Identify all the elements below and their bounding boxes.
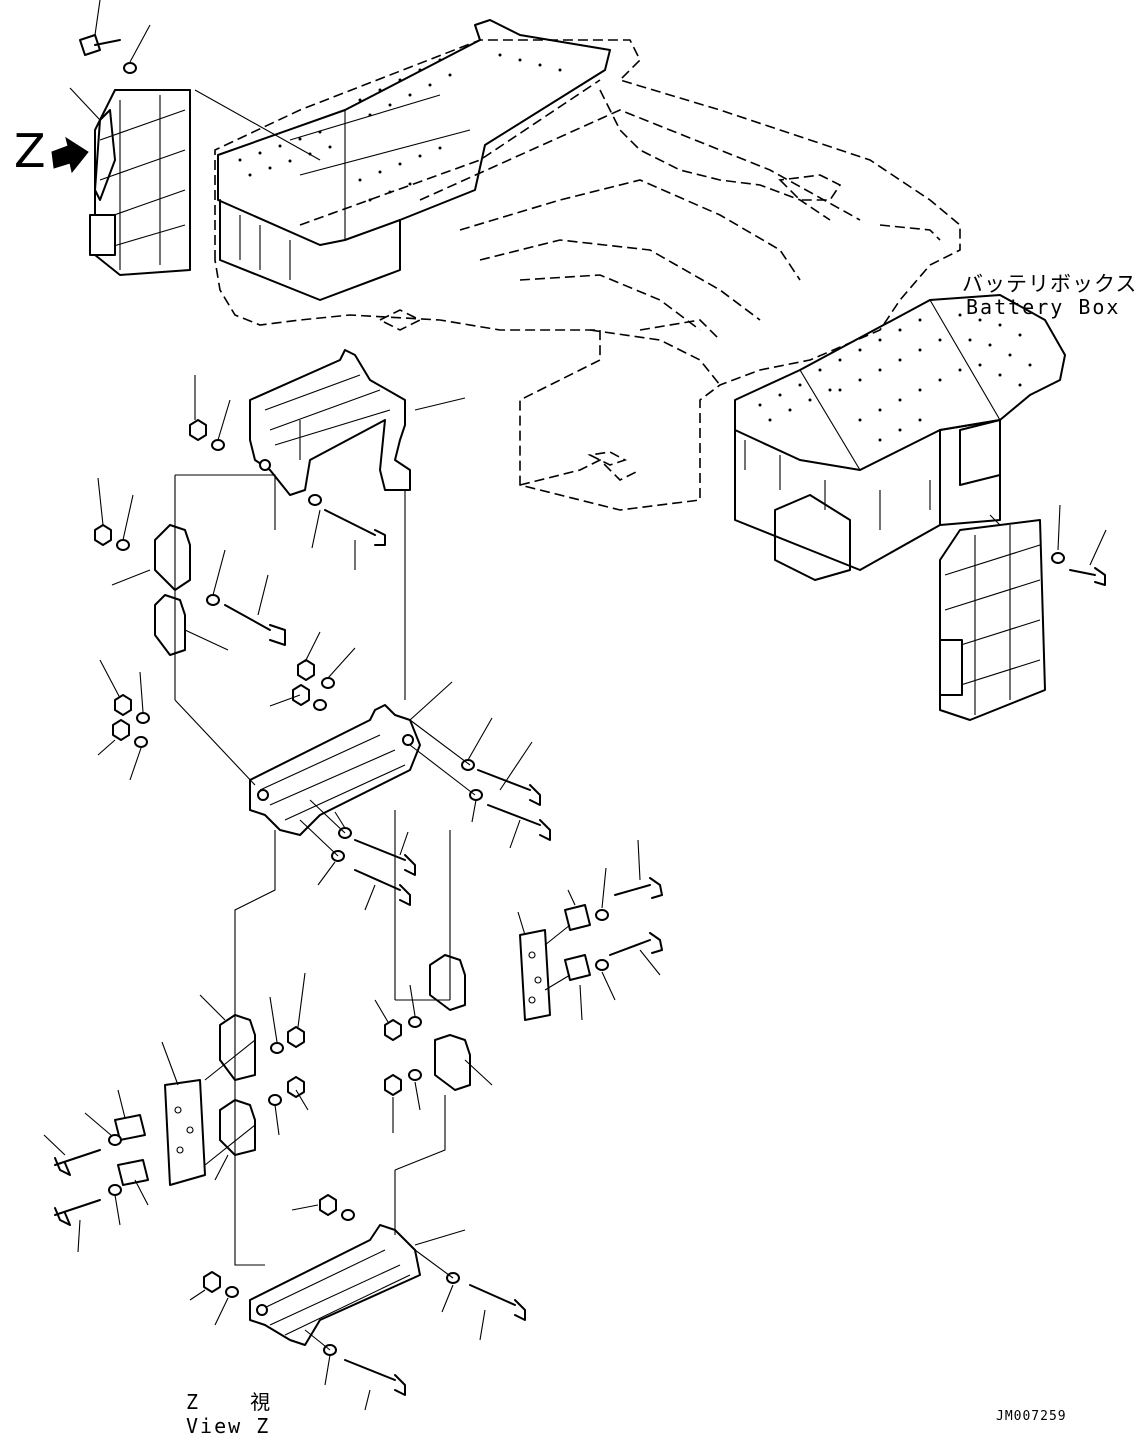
arrow-right-icon — [51, 136, 89, 174]
view-label-jp: Z 視 — [186, 1390, 291, 1414]
ladder-assembly-top-left — [89, 89, 191, 276]
nuts-and-washers — [94, 62, 1065, 1356]
leader-lines — [43, 0, 1107, 1411]
view-letter-label: Z — [14, 124, 46, 178]
mounting-plates — [114, 904, 591, 1186]
step-bracket-middle — [249, 704, 421, 836]
battery-box-label-jp: バッテリボックス — [962, 272, 1137, 296]
drawing-code: JM007259 — [996, 1409, 1067, 1424]
step-bracket-lower — [249, 1224, 421, 1346]
machine-frame — [214, 39, 961, 511]
assembly-guides — [174, 474, 571, 1351]
battery-box-label-en: Battery Box — [966, 295, 1121, 319]
ladder-assembly-right — [939, 519, 1046, 721]
battery-box-upper — [217, 19, 611, 301]
step-bracket-upper — [249, 349, 411, 496]
view-label-en: View Z — [186, 1414, 271, 1438]
grating-dots-right — [758, 313, 1032, 442]
grating-dots-upper — [238, 53, 562, 202]
bolts — [54, 34, 1106, 1396]
clamp-blocks — [154, 524, 471, 1156]
battery-box-right — [734, 294, 1066, 581]
